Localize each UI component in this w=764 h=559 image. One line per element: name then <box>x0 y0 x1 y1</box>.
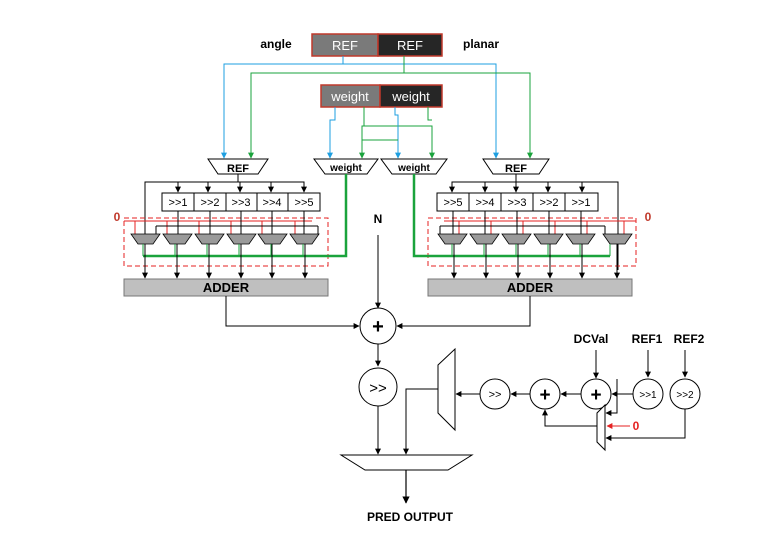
left-mux-region <box>123 217 329 267</box>
right-small-muxes <box>437 233 633 245</box>
left-zero-label: 0 <box>114 210 121 224</box>
dcval-label: DCVal <box>574 332 609 346</box>
left-shift-4: >>4 <box>263 197 282 209</box>
weight-left-text: weight <box>330 89 369 104</box>
dc-plus-left-sign: + <box>539 385 550 406</box>
dc-zero-label: 0 <box>633 419 640 433</box>
dc-small-mux <box>596 403 606 452</box>
right-mux-region <box>427 217 637 267</box>
ref-planar-text: REF <box>397 38 423 53</box>
ref-mux-left-label: REF <box>227 163 249 175</box>
right-shift-boxes: >>5 >>4 >>3 >>2 >>1 <box>436 192 599 212</box>
dc-path: DCVal REF1 REF2 + >>1 >>2 + >> 0 <box>403 332 705 455</box>
output-mux <box>339 454 474 471</box>
planar-label: planar <box>463 37 499 51</box>
top-wires <box>221 56 533 159</box>
left-adder-label: ADDER <box>203 280 250 295</box>
weight-mux-right <box>380 158 448 175</box>
left-shift-3: >>3 <box>232 197 251 209</box>
weight-mux-right-label: weight <box>397 163 430 174</box>
ref-mux-right-label: REF <box>505 163 527 175</box>
ref1-shift-text: >>1 <box>639 390 657 401</box>
ref2-shift-text: >>2 <box>676 390 694 401</box>
dc-shift-text: >> <box>489 389 502 401</box>
output-stage: PRED OUTPUT <box>339 454 474 524</box>
ref2-label: REF2 <box>674 332 705 346</box>
ref-mux-right <box>482 158 550 175</box>
ref1-label: REF1 <box>632 332 663 346</box>
right-shift-4: >>2 <box>540 197 559 209</box>
weight-block: weight weight <box>320 84 443 108</box>
right-zero-label: 0 <box>645 210 652 224</box>
left-branch: >>1 >>2 >>3 >>4 >>5 0 <box>114 174 348 297</box>
weight-mux-left <box>313 158 379 175</box>
angle-label: angle <box>260 37 292 51</box>
right-shift-5: >>1 <box>572 197 591 209</box>
right-shift-3: >>3 <box>508 197 527 209</box>
center-shift-sign: >> <box>369 380 387 397</box>
left-shift-5: >>5 <box>295 197 314 209</box>
left-small-muxes <box>130 233 320 245</box>
right-branch: >>5 >>4 >>3 >>2 >>1 0 <box>412 174 652 297</box>
weight-mux-left-label: weight <box>329 163 362 174</box>
n-label: N <box>374 212 383 226</box>
left-shift-2: >>2 <box>201 197 220 209</box>
ref-mux-left <box>207 158 269 175</box>
top-ref-block: angle planar REF REF <box>260 33 499 57</box>
weight-right-text: weight <box>391 89 430 104</box>
weight-box-right <box>379 84 443 108</box>
ref-angle-text: REF <box>332 38 358 53</box>
left-shift-1: >>1 <box>169 197 188 209</box>
ref-box-planar <box>377 33 443 57</box>
right-shift-2: >>4 <box>476 197 495 209</box>
top-muxes: REF weight weight REF <box>207 158 550 175</box>
right-shift-1: >>5 <box>444 197 463 209</box>
left-shift-boxes: >>1 >>2 >>3 >>4 >>5 <box>161 192 321 212</box>
dc-vertical-mux <box>437 347 456 432</box>
center-plus-sign: + <box>372 316 384 338</box>
center-sum: N + >> <box>225 212 531 455</box>
right-adder-label: ADDER <box>507 280 554 295</box>
pred-output-label: PRED OUTPUT <box>367 510 454 524</box>
dc-plus-right-sign: + <box>590 385 601 406</box>
